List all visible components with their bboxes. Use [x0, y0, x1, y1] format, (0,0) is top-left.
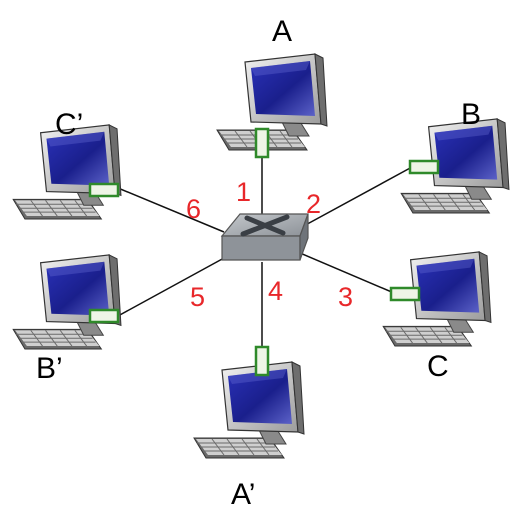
host-label-b: B	[461, 98, 481, 131]
adapter-c-icon	[389, 286, 421, 302]
computer-a2-icon	[193, 361, 305, 459]
port-label-3: 3	[338, 282, 353, 312]
adapter-c2-icon	[88, 182, 120, 198]
host-label-c: C	[427, 350, 449, 383]
adapter-b2-icon	[88, 308, 120, 324]
computer-a-icon	[216, 53, 328, 151]
link-c	[299, 252, 395, 294]
host-label-b2: B’	[36, 352, 63, 385]
switch-icon	[220, 213, 309, 261]
port-label-2: 2	[306, 189, 321, 219]
link-b2	[117, 257, 225, 317]
link-b	[299, 166, 413, 229]
port-label-5: 5	[190, 282, 205, 312]
host-label-a2: A’	[231, 478, 255, 511]
host-labels: A B C A’ B’ C’	[36, 15, 481, 511]
port-labels: 1 2 3 4 5 6	[186, 177, 353, 312]
adapter-b-icon	[408, 159, 440, 175]
adapter-a2-icon	[254, 345, 270, 377]
port-label-4: 4	[268, 276, 283, 306]
host-label-c2: C’	[55, 108, 83, 141]
host-label-a: A	[272, 15, 292, 48]
adapter-a-icon	[254, 127, 270, 159]
link-c2	[117, 187, 225, 233]
links	[117, 150, 413, 352]
computer-b2-icon	[12, 254, 122, 350]
port-label-6: 6	[186, 194, 201, 224]
port-label-1: 1	[236, 177, 251, 207]
